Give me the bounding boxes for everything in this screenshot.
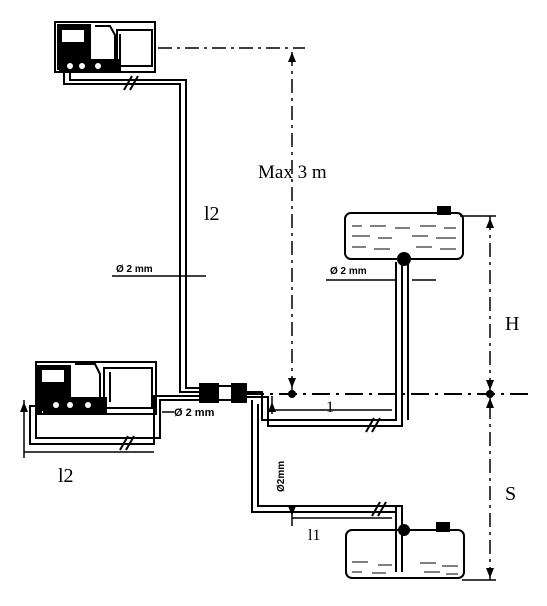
diameter-label-horizontal: Ø 2 mm <box>174 407 215 419</box>
tank-lower <box>345 522 465 579</box>
l1-lower-label: l1 <box>308 527 320 544</box>
max-height-label: Max 3 m <box>258 162 327 183</box>
fuel-pump <box>199 383 247 403</box>
break-marks <box>119 75 387 517</box>
fuel-lines <box>29 72 409 572</box>
diameter-label-tank: Ø 2 mm <box>330 266 367 277</box>
heater-lower <box>35 361 157 415</box>
tank-upper <box>344 206 464 266</box>
diameter-label-vertical-lower: Ø2mm <box>276 461 287 492</box>
dimension-dots <box>20 52 494 578</box>
diameter-label-vertical: Ø 2 mm <box>116 264 153 275</box>
l1-upper-label: 1 <box>326 399 334 416</box>
l2-bottom-label: l2 <box>58 465 74 487</box>
dimension-lines <box>23 47 530 581</box>
h-dimension-label: H <box>505 313 519 335</box>
s-dimension-label: S <box>505 483 516 505</box>
l2-vertical-label: l2 <box>204 203 220 225</box>
heater-upper <box>54 21 156 73</box>
